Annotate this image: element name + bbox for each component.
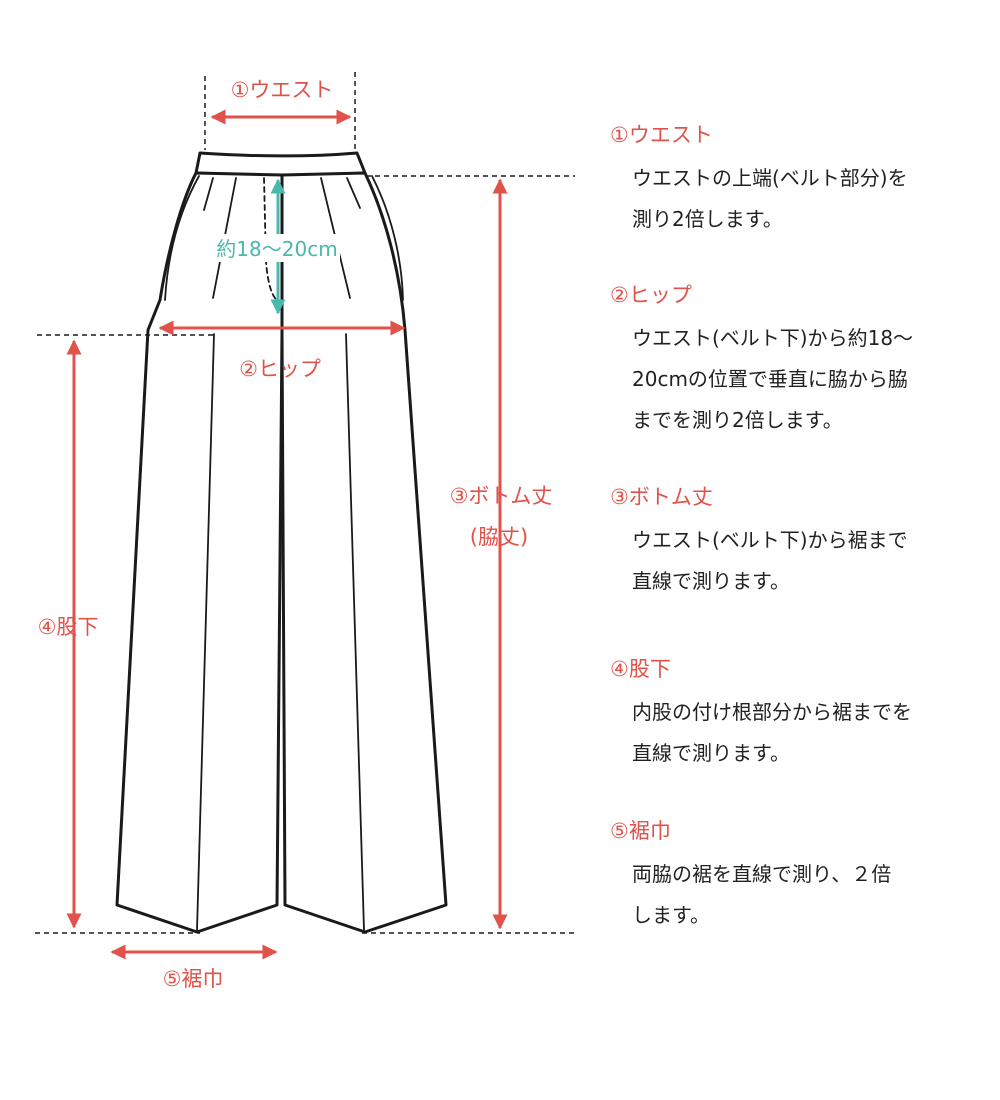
note-hem-width: ⑤裾巾 両脇の裾を直線で測り、２倍 します。 (610, 814, 980, 936)
length-label-line2: (脇丈) (470, 525, 528, 549)
note-title: ⑤裾巾 (610, 819, 671, 843)
note-body: ウエストの上端(ベルト部分)を 測り2倍します。 (632, 166, 908, 231)
hip-label: ②ヒップ (239, 357, 321, 381)
pants-illustration (115, 151, 448, 934)
note-title: ③ボトム丈 (610, 485, 713, 509)
note-body: 内股の付け根部分から裾までを 直線で測ります。 (632, 700, 912, 765)
crease-left (196, 333, 215, 931)
hem-label: ⑤裾巾 (163, 967, 224, 991)
note-title: ①ウエスト (610, 123, 713, 147)
pants-measurement-diagram: ①ウエスト 約18～20cm ②ヒップ ③ボトム丈 (脇丈) ④股下 ⑤裾巾 (35, 72, 575, 991)
rise-label-backdrop (214, 234, 340, 262)
inseam-label: ④股下 (38, 615, 99, 639)
note-body: 両脇の裾を直線で測り、２倍 します。 (632, 862, 892, 927)
pleat-right-2 (346, 177, 361, 209)
note-body: ウエスト(ベルト下)から約18～ 20cmの位置で垂直に脇から脇 までを測り2倍… (632, 326, 914, 432)
note-inseam: ④股下 内股の付け根部分から裾までを 直線で測ります。 (610, 652, 980, 774)
pocket-right (371, 175, 404, 301)
note-hip: ②ヒップ ウエスト(ベルト下)から約18～ 20cmの位置で垂直に脇から脇 まで… (610, 278, 980, 441)
right-leg (280, 171, 448, 934)
note-bottom-length: ③ボトム丈 ウエスト(ベルト下)から裾まで 直線で測ります。 (610, 480, 980, 602)
pleat-left-1 (203, 177, 214, 211)
crease-right (345, 333, 365, 931)
note-title: ②ヒップ (610, 283, 692, 307)
note-waist: ①ウエスト ウエストの上端(ベルト部分)を 測り2倍します。 (610, 118, 980, 240)
note-title: ④股下 (610, 657, 671, 681)
rise-label: 約18～20cm (216, 237, 337, 261)
waist-label: ①ウエスト (231, 78, 334, 102)
waistband (194, 151, 367, 177)
pocket-left (164, 175, 200, 301)
left-leg (115, 171, 284, 934)
length-label-line1: ③ボトム丈 (450, 484, 553, 508)
note-body: ウエスト(ベルト下)から裾まで 直線で測ります。 (632, 528, 908, 593)
